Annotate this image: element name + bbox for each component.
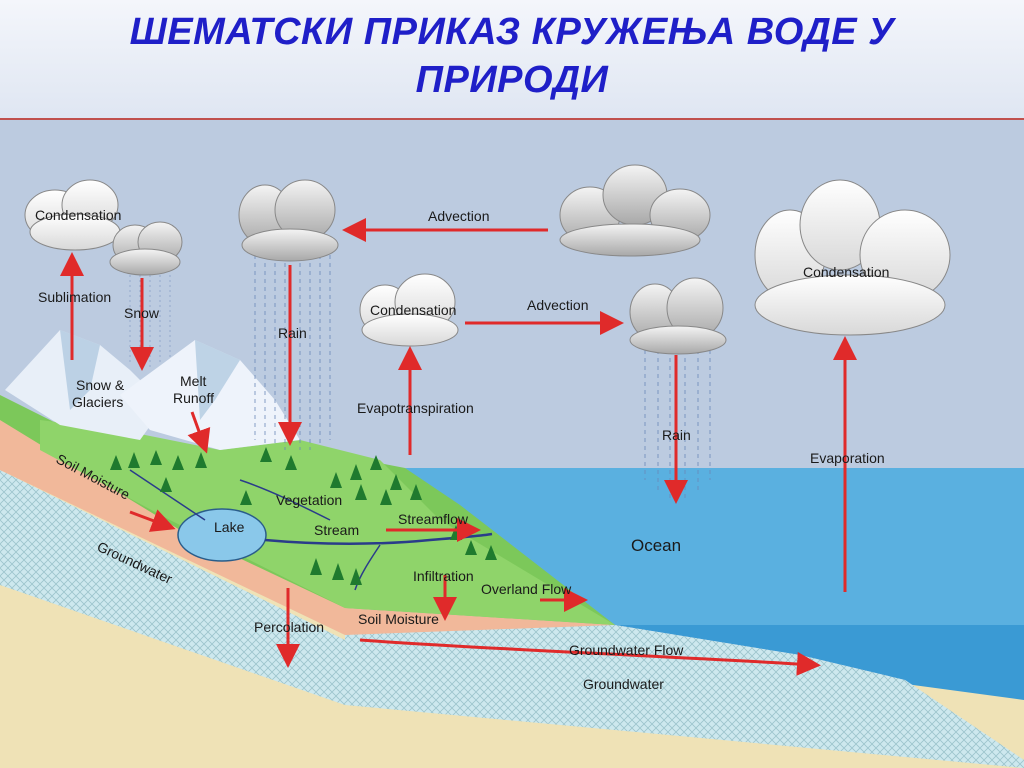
label-condensation-mid: Condensation (370, 302, 456, 318)
slide-header: ШЕМАТСКИ ПРИКАЗ КРУЖЕЊА ВОДЕ У ПРИРОДИ (0, 0, 1024, 120)
label-stream: Stream (314, 522, 359, 538)
label-condensation-right: Condensation (803, 264, 889, 280)
label-overland-flow: Overland Flow (481, 581, 572, 597)
label-percolation: Percolation (254, 619, 324, 635)
label-condensation-left: Condensation (35, 207, 121, 223)
label-streamflow: Streamflow (398, 511, 469, 527)
label-evapotranspiration: Evapotranspiration (357, 400, 474, 416)
label-snow-glaciers-2: Glaciers (72, 394, 123, 410)
label-groundwater-bottom: Groundwater (583, 676, 664, 692)
label-melt-runoff-2: Runoff (173, 390, 214, 406)
label-snow-glaciers: Snow & (76, 377, 125, 393)
label-lake: Lake (214, 519, 245, 535)
label-vegetation: Vegetation (276, 492, 342, 508)
label-groundwater-flow: Groundwater Flow (569, 642, 684, 658)
cloud-snow (110, 222, 182, 275)
cloud-rain-left (239, 180, 338, 261)
label-evaporation: Evaporation (810, 450, 885, 466)
label-soil-moisture-bottom: Soil Moisture (358, 611, 439, 627)
label-snow: Snow (124, 305, 160, 321)
label-sublimation: Sublimation (38, 289, 111, 305)
label-infiltration: Infiltration (413, 568, 474, 584)
label-advection-mid: Advection (527, 297, 588, 313)
label-rain-left: Rain (278, 325, 307, 341)
slide-title: ШЕМАТСКИ ПРИКАЗ КРУЖЕЊА ВОДЕ У ПРИРОДИ (60, 8, 964, 104)
lake (178, 509, 266, 561)
label-rain-right: Rain (662, 427, 691, 443)
water-cycle-diagram: Condensation Sublimation Snow Snow & Gla… (0, 120, 1024, 768)
cloud-rain-right (630, 278, 726, 354)
label-advection-top: Advection (428, 208, 489, 224)
label-melt-runoff: Melt (180, 373, 207, 389)
label-ocean: Ocean (631, 536, 681, 555)
